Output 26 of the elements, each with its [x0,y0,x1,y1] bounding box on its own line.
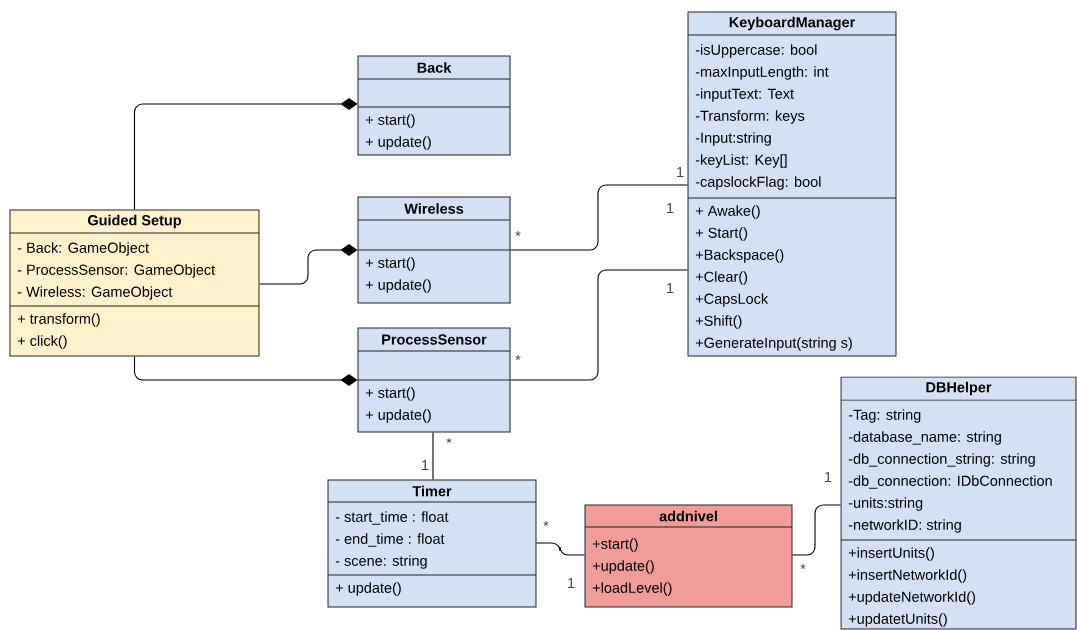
multiplicity-label: * [800,564,806,570]
class-box: ProcessSensor + start() + update() [357,327,511,433]
class-box: DBHelper -Tag: string -database_name: string -db_connection_string: string -db_connection: IDbConnection -units:string -networkID: string +insertUnits() +insertNetworkId() +updateNetworkId() +updatetUnits() [840,376,1077,630]
multiplicity-label: * [515,231,521,237]
connector-line [535,542,586,556]
multiplicity-label: 1 [667,283,674,293]
connector-line [509,269,689,381]
connector-line [509,184,689,251]
class-box: KeyboardManager -isUppercase: bool -maxInputLength: int -inputText: Text -Transform: keys -Input:string -keyList: Key[] -capslockFlag: bool + Awake() + Start() +Backspace() +Clear() +CapsLock +Shift() +GenerateInput(string s) [687,11,897,357]
connector-line [432,431,434,481]
multiplicity-label: 1 [568,578,575,588]
class-box: addnivel +start() +update() +loadLevel() [584,504,793,608]
multiplicity-label: 1 [677,167,684,177]
multiplicity-label: * [446,438,452,444]
connector-line [133,98,358,211]
multiplicity-label: 1 [667,203,674,213]
class-box: Timer - start_time : float - end_time : float - scene: string + update() [327,479,537,608]
class-box: Wireless + start() + update() [357,196,511,304]
connector-line [258,244,358,285]
connector-line [791,504,842,556]
class-box: Back + start() + update() [357,55,511,156]
class-box: Guided Setup - Back: GameObject - ProcessSensor: GameObject - Wireless: GameObject + transform() + click() [9,209,260,357]
multiplicity-label: 1 [825,472,832,482]
connector-line [133,355,358,386]
multiplicity-label: 1 [422,460,429,470]
multiplicity-label: * [543,521,549,527]
